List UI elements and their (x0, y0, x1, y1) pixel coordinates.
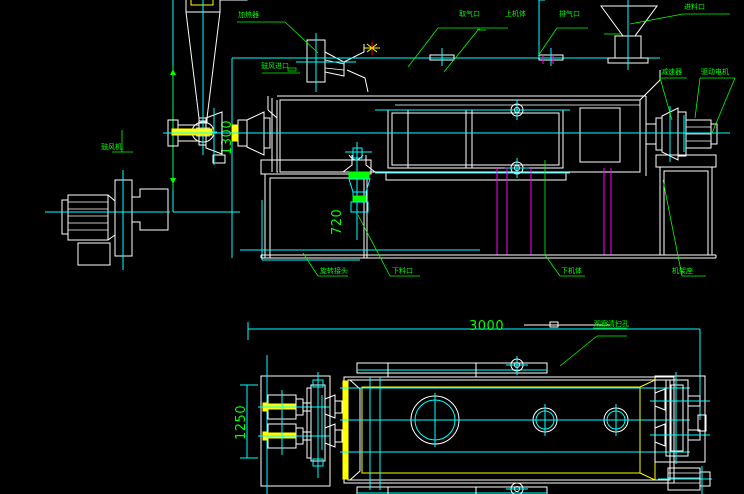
hatch-wheel-bottom[interactable] (505, 158, 529, 178)
width-dimension: 1250 (234, 384, 258, 459)
label-vent-port: 排气口 (559, 9, 580, 18)
plan-drive-housing[interactable] (258, 355, 343, 494)
valve-marker (364, 42, 380, 55)
plan-labels: 观察清扫孔 (559, 319, 629, 367)
dimension-1250: 1250 (234, 405, 249, 440)
blower-motor-assembly[interactable]: 鼓风机 (45, 130, 170, 270)
duct-and-height-dimension: 1300 (170, 0, 285, 258)
bottom-labels: 旋转接头 下料口 下机体 机架座 (302, 160, 706, 277)
plan-right-drive[interactable] (650, 372, 712, 494)
elevation-view: 1300 鼓风机 (45, 0, 736, 277)
label-support-base: 机架座 (672, 266, 693, 275)
air-heater-duct[interactable]: 加热器 鼓风进口 (237, 10, 380, 93)
paddle-dryer-shell[interactable] (240, 0, 700, 255)
plan-dryer-body[interactable] (340, 356, 690, 494)
dimension-3000: 3000 (469, 319, 504, 334)
gearbox-drive-assembly[interactable]: 减速器 驱动电机 (640, 67, 736, 256)
label-discharge-port: 下料口 (392, 266, 413, 275)
top-port-labels: 取气口 上机体 排气口 (407, 9, 588, 73)
label-lower-body: 下机体 (561, 266, 582, 275)
dimension-720: 720 (330, 209, 345, 235)
steel-support-frame (240, 249, 717, 259)
label-exhaust-port: 取气口 (459, 9, 480, 18)
label-observation-door: 观察清扫孔 (594, 319, 629, 328)
feed-hopper[interactable]: 进料口 (600, 0, 730, 70)
label-drive-motor: 驱动电机 (701, 67, 729, 76)
label-blower: 鼓风机 (101, 142, 122, 151)
hatch-wheel-top[interactable] (505, 100, 529, 120)
label-feed-inlet: 进料口 (684, 2, 705, 11)
shaft-coupling-left[interactable] (163, 108, 372, 259)
plan-view: 3000 1250 (234, 319, 712, 494)
dimension-1300: 1300 (220, 120, 235, 155)
discharge-chute[interactable]: 720 (261, 142, 377, 261)
label-upper-cover: 上机体 (505, 9, 526, 18)
label-heater: 加热器 (238, 10, 259, 19)
label-rotary-joint: 旋转接头 (320, 266, 348, 275)
label-fan-inlet: 鼓风进口 (261, 61, 289, 70)
label-reducer: 减速器 (661, 67, 682, 76)
